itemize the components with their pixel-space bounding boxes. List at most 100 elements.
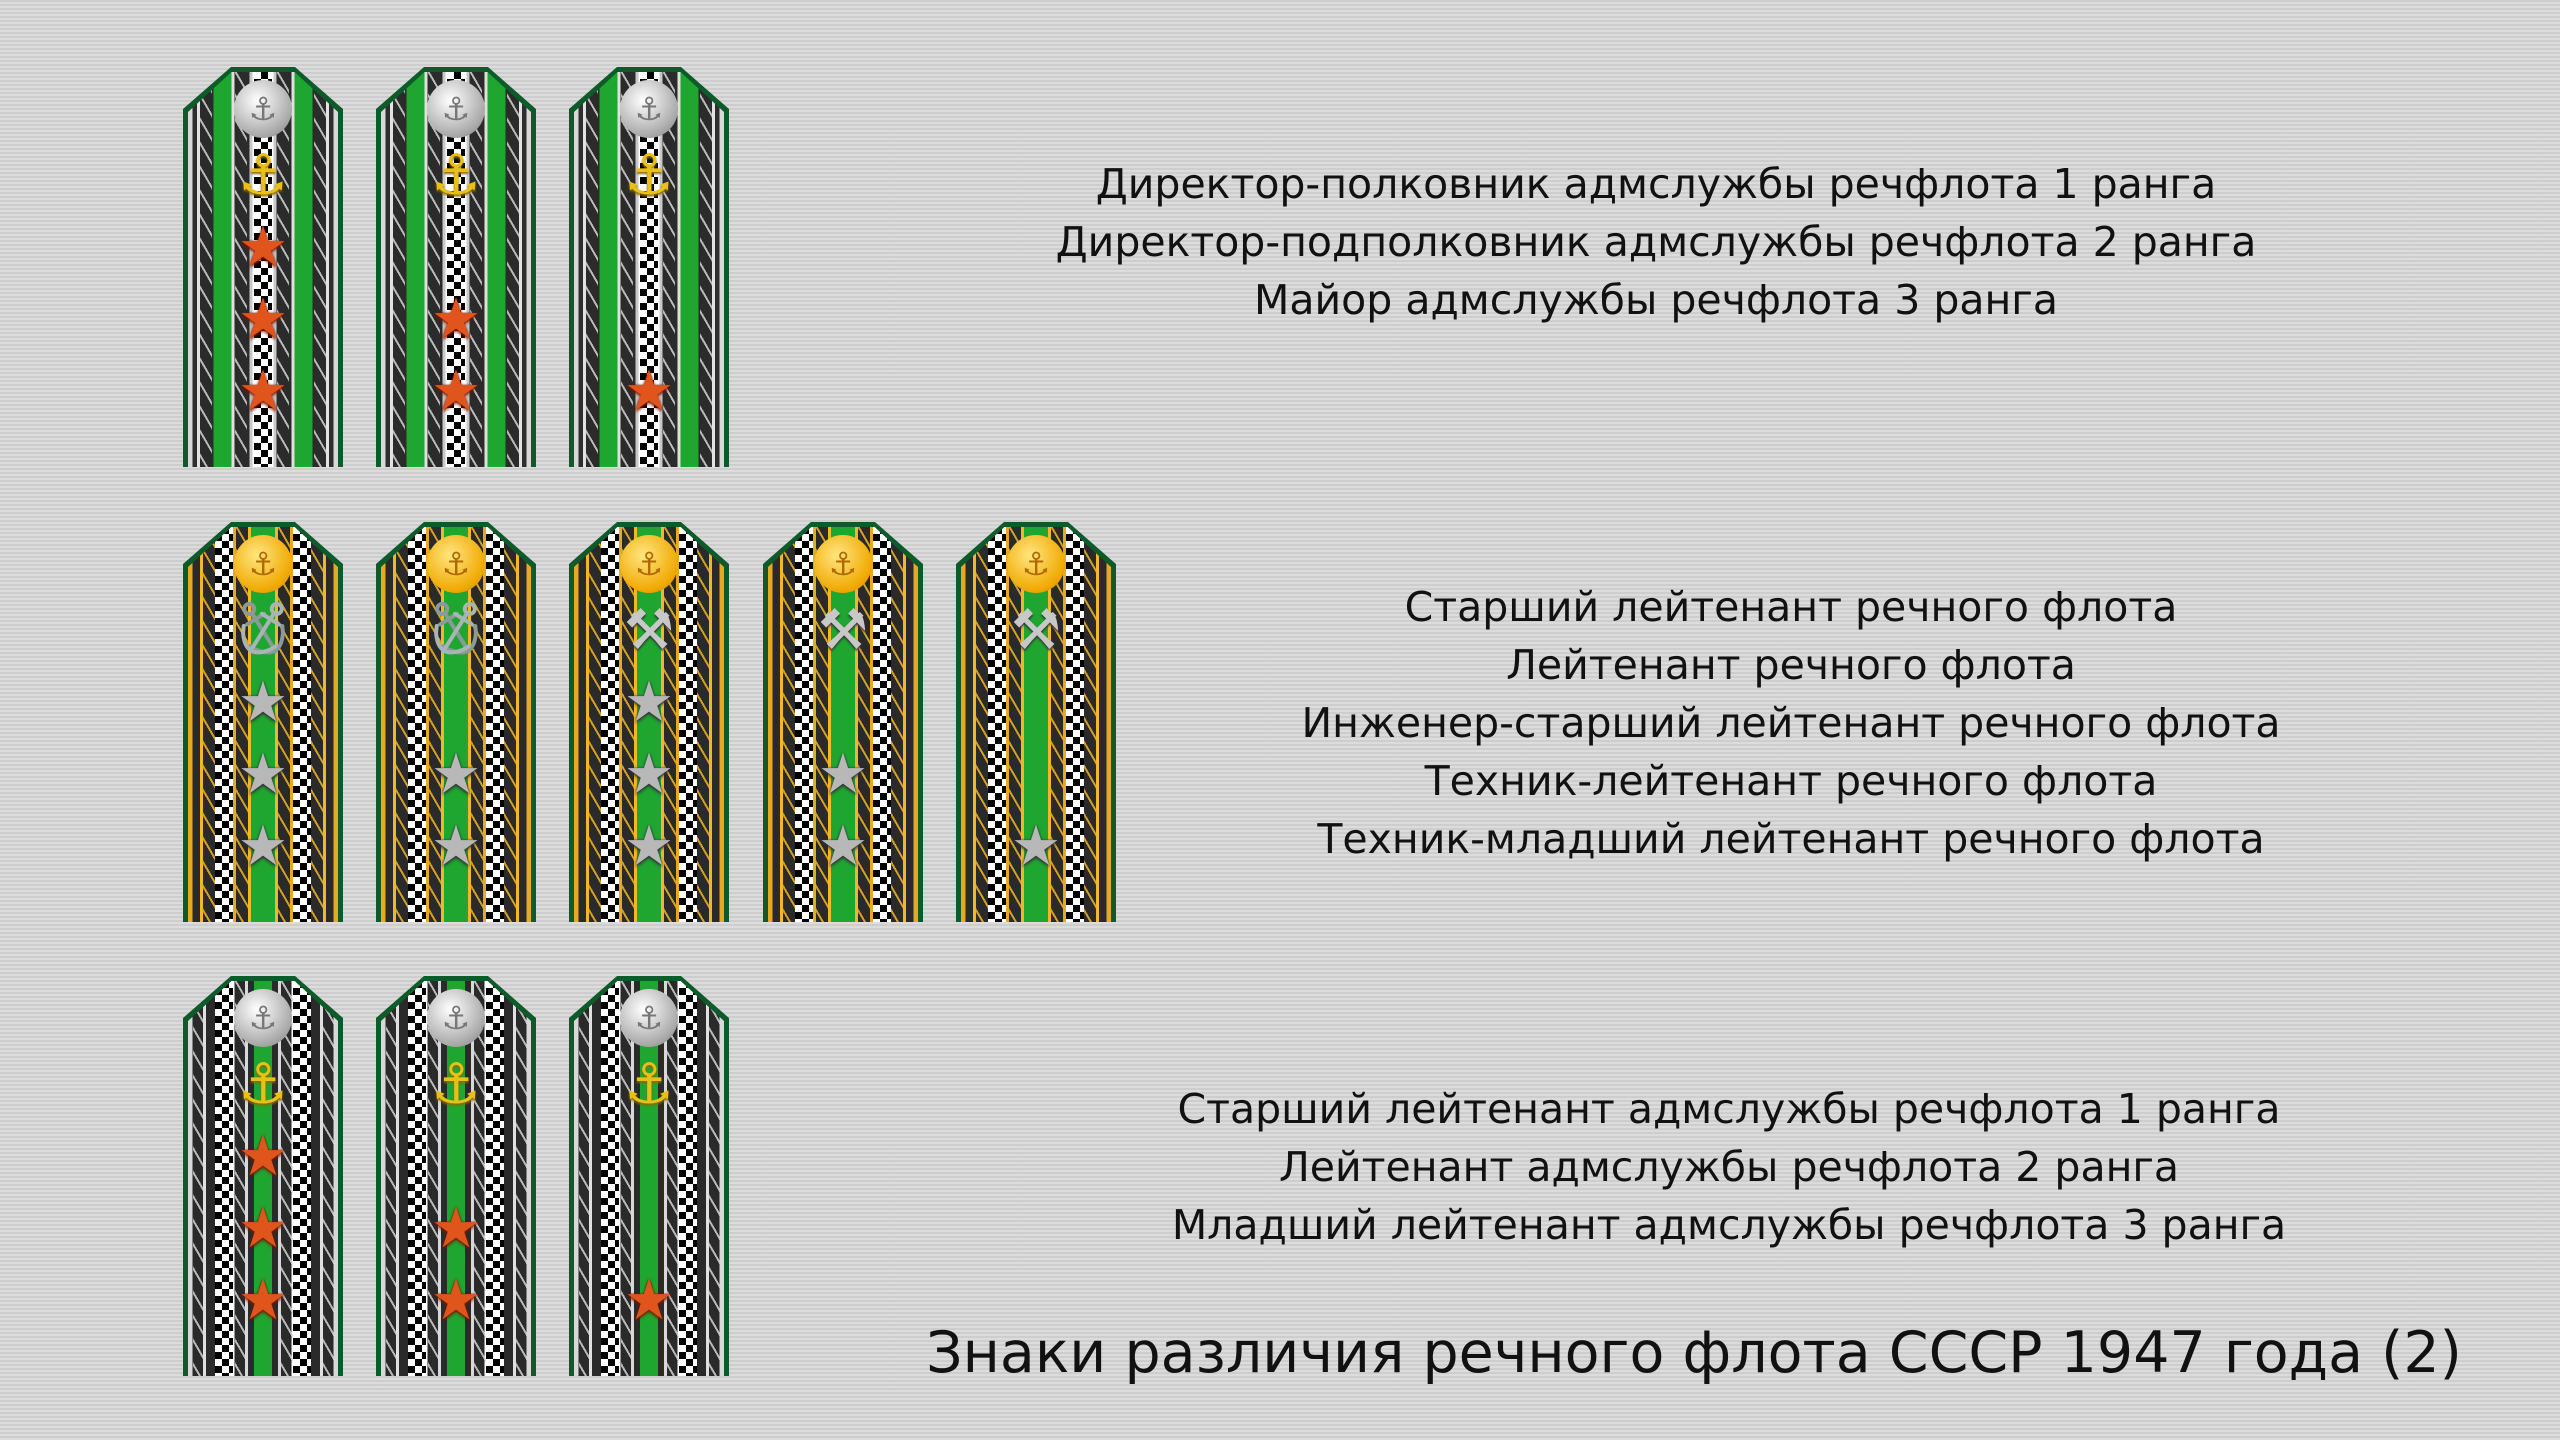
caption-group-2: Старший лейтенант речного флота Лейтенан…	[1301, 578, 2280, 868]
caption-line: Майор адмслужбы речфлота 3 ранга	[1254, 276, 2058, 324]
checkered-stripe	[215, 981, 233, 1376]
anchor-button-icon: ⚓	[620, 80, 678, 138]
zigzag-stripe	[504, 527, 516, 922]
checkered-stripe	[873, 527, 891, 922]
caption-group-3: Старший лейтенант адмслужбы речфлота 1 р…	[1172, 1080, 2286, 1254]
zigzag-stripe	[192, 981, 205, 1376]
board-fabric: ⚓⚓★★	[381, 72, 531, 467]
star-icon: ★	[430, 814, 482, 879]
zigzag-stripe	[976, 527, 988, 922]
board-fabric: ⚓⚓★★★	[188, 72, 338, 467]
zigzag-stripe	[469, 72, 482, 467]
anchor-button-icon: ⚓	[234, 80, 292, 138]
zigzag-stripe	[311, 527, 323, 922]
checkered-stripe	[486, 981, 504, 1376]
shoulder-board: ⚓⚓★★★	[183, 67, 343, 467]
zigzag-stripe	[578, 981, 591, 1376]
zigzag-stripe	[586, 72, 598, 467]
star-icon: ★	[623, 814, 675, 879]
caption-line: Лейтенант речного флота	[1506, 641, 2076, 689]
caption-line: Лейтенант адмслужбы речфлота 2 ранга	[1278, 1143, 2180, 1191]
checkered-stripe	[486, 527, 504, 922]
zigzag-stripe	[427, 72, 440, 467]
shoulder-board: ⚓⚓ ★	[569, 67, 729, 467]
zigzag-stripe	[393, 72, 405, 467]
anchor-button-icon: ⚓	[1007, 535, 1065, 593]
star-icon: ★	[623, 670, 675, 735]
zigzag-stripe	[427, 981, 440, 1376]
zigzag-stripe	[891, 527, 903, 922]
checkered-stripe	[795, 527, 813, 922]
caption-line: Директор-полковник адмслужбы речфлота 1 …	[1095, 160, 2217, 208]
anchor-button-icon: ⚓	[620, 535, 678, 593]
tools-icon: ⚒	[1010, 598, 1062, 663]
zigzag-stripe	[589, 527, 601, 922]
gold-anchor-icon: ⚓	[430, 143, 482, 208]
gold-anchor-icon: ⚓	[430, 1052, 482, 1117]
caption-line: Техник-лейтенант речного флота	[1424, 757, 2158, 805]
star-icon: ★	[237, 359, 289, 424]
board-fabric: ⚓ ★ ★	[381, 527, 531, 922]
zigzag-stripe	[385, 981, 398, 1376]
star-icon: ★	[430, 742, 482, 807]
checkered-stripe	[640, 72, 658, 467]
zigzag-stripe	[1084, 527, 1096, 922]
board-fabric: ⚓⚓ ★ ★	[381, 981, 531, 1376]
checkered-stripe	[988, 527, 1006, 922]
star-icon: ★	[817, 814, 869, 879]
star-icon: ★	[237, 1196, 289, 1261]
gold-anchor-icon: ⚓	[623, 143, 675, 208]
caption-line: Директор-подполковник адмслужбы речфлота…	[1055, 218, 2257, 266]
board-fabric: ⚓⚒★★	[768, 527, 918, 922]
star-icon: ★	[430, 1268, 482, 1333]
anchor-button-icon: ⚓	[427, 989, 485, 1047]
zigzag-stripe	[1051, 527, 1063, 922]
caption-group-1: Директор-полковник адмслужбы речфлота 1 …	[1056, 155, 2257, 329]
crossed-anchors-svg	[434, 601, 478, 655]
zigzag-stripe	[620, 72, 633, 467]
zigzag-stripe	[281, 981, 293, 1376]
board-fabric: ⚓⚓ ★	[574, 72, 724, 467]
star-icon: ★	[1010, 814, 1062, 879]
zigzag-stripe	[314, 72, 326, 467]
shoulder-board: ⚓⚒★★★	[569, 522, 729, 922]
zigzag-stripe	[697, 527, 709, 922]
zigzag-stripe	[858, 527, 870, 922]
star-icon: ★	[623, 1268, 675, 1333]
gold-anchor-icon: ⚓	[623, 1052, 675, 1117]
checkered-stripe	[293, 981, 311, 1376]
caption-line: Младший лейтенант адмслужбы речфлота 3 р…	[1171, 1201, 2287, 1249]
caption-line: Старший лейтенант речного флота	[1404, 583, 2178, 631]
star-icon: ★	[237, 1268, 289, 1333]
zigzag-stripe	[234, 981, 247, 1376]
board-fabric: ⚓★★★	[188, 527, 338, 922]
checkered-stripe	[679, 527, 697, 922]
board-fabric: ⚓⚓★★★	[188, 981, 338, 1376]
checkered-stripe	[293, 527, 311, 922]
star-icon: ★	[817, 742, 869, 807]
star-icon: ★	[237, 287, 289, 352]
caption-line: Техник-младший лейтенант речного флота	[1317, 815, 2265, 863]
star-icon: ★	[430, 1196, 482, 1261]
star-icon: ★	[237, 215, 289, 280]
caption-line: Старший лейтенант адмслужбы речфлота 1 р…	[1177, 1085, 2281, 1133]
anchor-button-icon: ⚓	[620, 989, 678, 1047]
checkered-stripe	[679, 981, 697, 1376]
checkered-stripe	[408, 981, 426, 1376]
star-icon: ★	[237, 670, 289, 735]
checkered-stripe	[447, 72, 465, 467]
zigzag-stripe	[700, 72, 712, 467]
star-icon: ★	[623, 742, 675, 807]
zigzag-stripe	[396, 527, 408, 922]
zigzag-stripe	[664, 527, 676, 922]
anchor-button-icon: ⚓	[427, 535, 485, 593]
zigzag-stripe	[507, 72, 519, 467]
zigzag-stripe	[276, 72, 289, 467]
anchor-button-icon: ⚓	[234, 989, 292, 1047]
zigzag-stripe	[1009, 527, 1021, 922]
star-icon: ★	[623, 359, 675, 424]
shoulder-board: ⚓⚓ ★	[569, 976, 729, 1376]
anchor-button-icon: ⚓	[427, 80, 485, 138]
zigzag-stripe	[622, 527, 634, 922]
board-fabric: ⚓⚓ ★	[574, 981, 724, 1376]
